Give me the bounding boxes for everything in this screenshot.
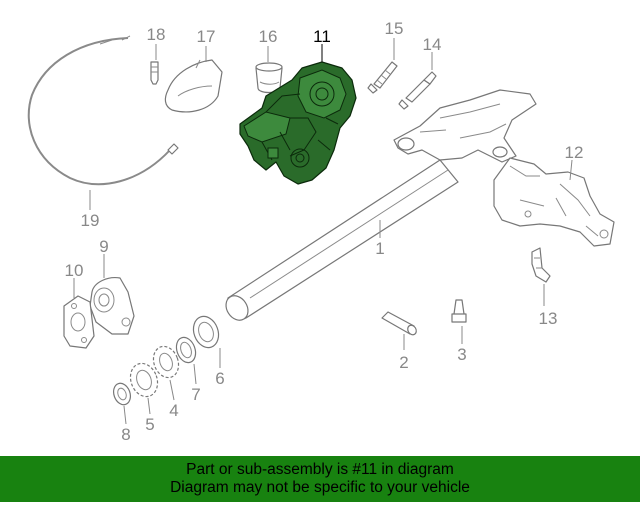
callouts: 18 17 16 11 15 14 19 12 1 9 10 13 2 3 6 …: [65, 19, 584, 444]
part-6-ring[interactable]: [189, 313, 222, 351]
part-4-gear[interactable]: [149, 343, 182, 381]
callout-5[interactable]: 5: [145, 415, 154, 434]
part-5-gear[interactable]: [126, 360, 162, 401]
part-12-bracket[interactable]: [493, 157, 615, 247]
part-16-bushing[interactable]: [255, 62, 283, 94]
part-1-column[interactable]: [222, 89, 537, 324]
callout-4[interactable]: 4: [169, 401, 178, 420]
part-10-plate[interactable]: [63, 295, 95, 349]
part-8-washer[interactable]: [111, 381, 134, 407]
part-13-clip[interactable]: [531, 247, 551, 283]
callout-2[interactable]: 2: [399, 353, 408, 372]
part-18-pin[interactable]: [150, 61, 159, 85]
callout-7[interactable]: 7: [191, 385, 200, 404]
banner-line-disclaimer: Diagram may not be specific to your vehi…: [170, 479, 470, 496]
part-19-cable[interactable]: [27, 35, 179, 186]
info-banner: Part or sub-assembly is #11 in diagram D…: [0, 456, 640, 502]
callout-13[interactable]: 13: [539, 309, 558, 328]
callout-16[interactable]: 16: [259, 27, 278, 46]
callout-12[interactable]: 12: [565, 143, 584, 162]
part-3-screw[interactable]: [451, 299, 467, 323]
part-14-plunger[interactable]: [398, 71, 437, 110]
callout-6[interactable]: 6: [215, 369, 224, 388]
banner-line-part: Part or sub-assembly is #11 in diagram: [186, 461, 454, 478]
callout-17[interactable]: 17: [197, 27, 216, 46]
callout-11[interactable]: 11: [313, 27, 331, 46]
callout-10[interactable]: 10: [65, 261, 84, 280]
callout-1[interactable]: 1: [375, 239, 384, 258]
callout-3[interactable]: 3: [457, 345, 466, 364]
part-17-cover[interactable]: [164, 59, 223, 113]
callout-9[interactable]: 9: [99, 237, 108, 256]
part-15-bolt[interactable]: [367, 61, 398, 94]
part-2-pin[interactable]: [381, 311, 418, 336]
callout-19[interactable]: 19: [81, 211, 100, 230]
parts-diagram: 18 17 16 11 15 14 19 12 1 9 10 13 2 3 6 …: [27, 19, 615, 444]
callout-14[interactable]: 14: [423, 35, 442, 54]
leader-lines: [73, 38, 573, 425]
part-9-housing[interactable]: [89, 277, 135, 335]
part-7-ring[interactable]: [173, 335, 199, 366]
callout-15[interactable]: 15: [385, 19, 404, 38]
callout-18[interactable]: 18: [147, 25, 166, 44]
callout-8[interactable]: 8: [121, 425, 130, 444]
part-11-housing[interactable]: [239, 61, 357, 185]
